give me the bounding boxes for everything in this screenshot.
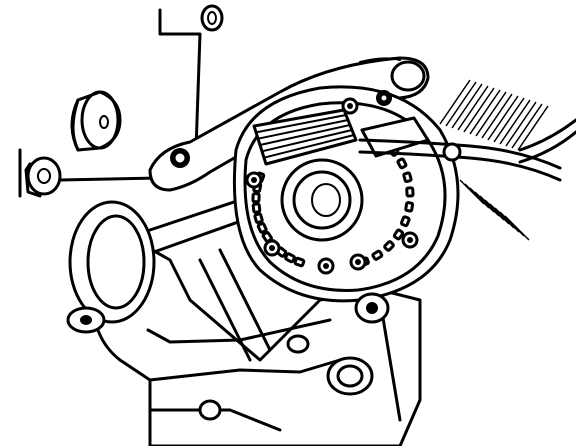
hatch-marks [439,79,549,241]
mounting-bolt-center [251,177,257,183]
cooling-fin [284,252,296,264]
cooling-fin [251,202,262,214]
hatch-stroke [451,83,483,129]
hatch-stroke [499,99,531,145]
cooling-fin [251,192,261,204]
hatch-stroke [493,97,525,143]
hatch-stroke [481,93,513,139]
cooling-fin [404,201,415,213]
washer [24,156,62,198]
terminal-block [360,90,430,158]
leader-lines [18,8,202,198]
cooling-fin [392,228,405,241]
cooling-fin [396,157,408,170]
leader-line-washer [58,176,162,182]
hatch-stroke [487,95,519,141]
cooling-fin [293,256,306,268]
rectifier-grille [252,108,358,166]
leader-line-top [158,8,202,152]
hatch-stroke [475,91,507,137]
mounting-bolt-center [269,245,275,251]
cooling-fin [400,215,411,228]
cooling-fin [402,171,413,184]
cooling-fin [253,212,264,225]
hatch-stroke [504,215,530,241]
mounting-bolt-center [355,259,361,265]
spacer-bushing [70,90,122,152]
grille-line [261,129,353,153]
hatch-stroke [505,101,537,147]
hatch-stroke [439,79,471,125]
grille-line [259,124,351,146]
hatch-stroke [457,85,489,131]
mounting-bolt-center [347,103,353,109]
hatch-stroke [511,103,543,149]
cooling-fin [371,249,384,261]
mounting-bolt-center [323,263,329,269]
grille-line [257,119,349,140]
coolant-pipe [66,200,156,334]
mounting-bolt-center [407,237,413,243]
top-nut [200,4,224,32]
mounting-bolts [245,97,419,275]
hatch-stroke [463,87,495,133]
grille-line [255,114,347,134]
hatch-stroke [445,81,477,127]
cooling-fin [383,240,395,252]
hatch-stroke [517,105,549,151]
hatch-stroke [469,89,501,135]
grille-line [263,134,355,159]
cooling-fin [256,221,268,234]
cooling-fin [405,186,415,198]
wiring-harness [358,118,576,182]
alternator [232,85,460,303]
pulley-boss [280,158,364,242]
lower-mounting-lugs [198,292,390,421]
